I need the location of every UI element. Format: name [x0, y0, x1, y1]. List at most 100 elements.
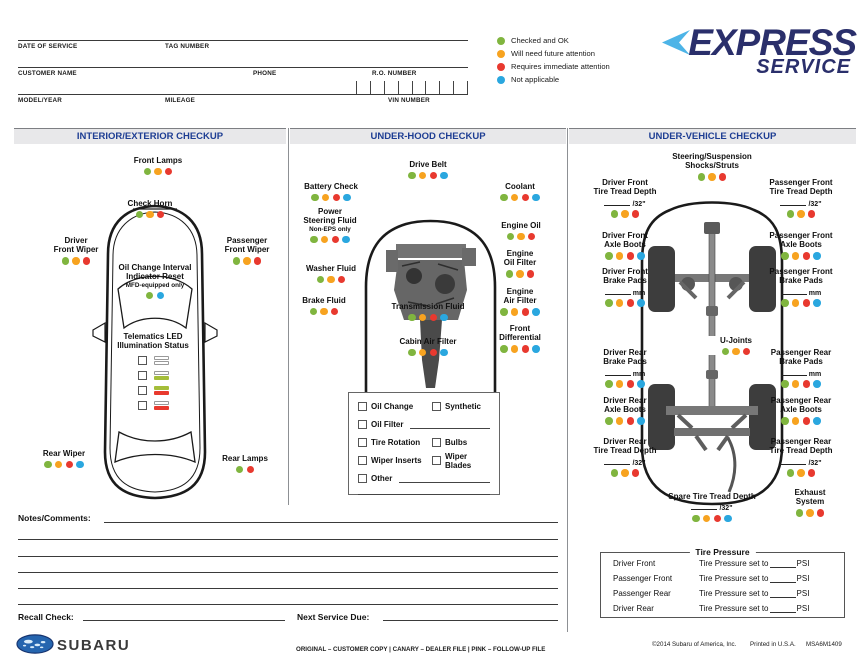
checkbox[interactable]	[137, 370, 147, 380]
tread-depth-write-in[interactable]: /32"	[577, 457, 673, 467]
tread-depth-write-in[interactable]: /32"	[753, 457, 849, 467]
notes-line[interactable]	[18, 556, 558, 557]
notes-line[interactable]	[18, 604, 558, 605]
checkbox-wiper-inserts[interactable]	[358, 456, 367, 465]
customer-name-label: CUSTOMER NAME	[18, 70, 77, 77]
tire-pressure-row: Passenger Front Tire Pressure set to PSI	[613, 574, 810, 583]
brake-pad-write-in[interactable]: mm	[580, 287, 670, 297]
psi-write-in[interactable]	[769, 575, 796, 583]
check-item-cabin-air-filter: Cabin Air Filter	[378, 337, 478, 357]
notes-comments-label: Notes/Comments:	[18, 513, 91, 523]
form-line-2	[18, 67, 468, 68]
led-state-icon	[153, 370, 169, 380]
legend-item-ok: Checked and OK	[497, 36, 569, 45]
checkbox-synthetic[interactable]	[432, 402, 441, 411]
date-of-service-label: DATE OF SERVICE	[18, 43, 78, 50]
form-line-3	[18, 94, 468, 95]
check-item-driver-rear-tread: Driver Rear Tire Tread Depth /32"	[577, 437, 673, 477]
checkbox[interactable]	[137, 355, 147, 365]
checkbox[interactable]	[137, 400, 147, 410]
extra-write-in-line[interactable]	[358, 494, 490, 495]
tire-pressure-row: Passenger Rear Tire Pressure set to PSI	[613, 589, 810, 598]
check-item-passenger-rear-brake-pads: Passenger Rear Brake Pads mm	[753, 348, 849, 388]
check-item-battery-check: Battery Check	[293, 182, 369, 202]
telematics-row-1	[97, 355, 209, 366]
checkbox-tire-rotation[interactable]	[358, 438, 367, 447]
check-item-passenger-front-tread: Passenger Front Tire Tread Depth /32"	[753, 178, 849, 218]
mileage-label: MILEAGE	[165, 97, 196, 104]
checkbox[interactable]	[137, 385, 147, 395]
check-item-rear-wiper: Rear Wiper	[24, 449, 104, 469]
vin-comb-field[interactable]	[356, 81, 468, 94]
check-item-driver-front-wiper: Driver Front Wiper	[36, 236, 116, 265]
tread-depth-write-in[interactable]: /32"	[647, 502, 777, 512]
check-item-oil-change-interval-reset: Oil Change Interval Indicator Reset MFD-…	[95, 263, 215, 300]
telematics-led-status: Telematics LED Illumination Status	[97, 332, 209, 411]
checkbox-oil-filter[interactable]	[358, 420, 367, 429]
check-item-driver-front-brake-pads: Driver Front Brake Pads mm	[580, 267, 670, 307]
service-performed-box: Oil Change Synthetic Oil Filter Tire Rot…	[348, 392, 500, 495]
legend-item-na: Not applicable	[497, 75, 559, 84]
brake-pad-write-in[interactable]: mm	[580, 368, 670, 378]
check-item-transmission-fluid: Transmission Fluid	[373, 302, 483, 322]
tire-pressure-row: Driver Front Tire Pressure set to PSI	[613, 559, 810, 568]
section-header-interior: INTERIOR/EXTERIOR CHECKUP	[14, 128, 286, 144]
vin-number-label: VIN NUMBER	[388, 97, 430, 104]
check-item-power-steering-fluid: Power Steering Fluid Non-EPS only	[290, 207, 370, 244]
checkbox-wiper-blades[interactable]	[432, 456, 441, 465]
recall-check-line[interactable]	[83, 620, 285, 621]
model-year-label: MODEL/YEAR	[18, 97, 62, 104]
check-item-driver-front-tread: Driver Front Tire Tread Depth /32"	[577, 178, 673, 218]
telematics-row-3	[97, 385, 209, 396]
check-item-passenger-rear-tread: Passenger Rear Tire Tread Depth /32"	[753, 437, 849, 477]
check-item-passenger-front-brake-pads: Passenger Front Brake Pads mm	[753, 267, 849, 307]
check-item-driver-front-axle-boots: Driver Front Axle Boots	[580, 231, 670, 260]
logo-express-text: EXPRESS	[688, 22, 857, 63]
checkbox-bulbs[interactable]	[432, 438, 441, 447]
brake-pad-write-in[interactable]: mm	[753, 368, 849, 378]
form-line-1	[18, 40, 468, 41]
notes-line[interactable]	[18, 572, 558, 573]
psi-write-in[interactable]	[769, 590, 796, 598]
section-header-underhood: UNDER-HOOD CHECKUP	[290, 128, 566, 144]
phone-label: PHONE	[253, 70, 277, 77]
recall-check-label: Recall Check:	[18, 612, 74, 622]
checkbox-oil-change[interactable]	[358, 402, 367, 411]
ro-number-label: R.O. NUMBER	[372, 70, 417, 77]
check-item-rear-lamps: Rear Lamps	[205, 454, 285, 474]
check-item-exhaust-system: Exhaust System	[775, 488, 845, 517]
check-item-drive-belt: Drive Belt	[388, 160, 468, 180]
legend-item-immediate: Requires immediate attention	[497, 62, 610, 71]
other-write-in[interactable]	[399, 474, 490, 483]
psi-write-in[interactable]	[769, 605, 796, 613]
check-item-passenger-front-axle-boots: Passenger Front Axle Boots	[753, 231, 849, 260]
check-item-engine-oil: Engine Oil	[481, 221, 561, 241]
tread-depth-write-in[interactable]: /32"	[577, 198, 673, 208]
next-service-due-label: Next Service Due:	[297, 612, 370, 622]
led-state-icon	[153, 400, 169, 410]
tire-pressure-box: Tire Pressure Driver Front Tire Pressure…	[600, 547, 845, 618]
check-item-spare-tire-tread: Spare Tire Tread Depth /32"	[647, 492, 777, 523]
check-item-steering-suspension: Steering/Suspension Shocks/Struts	[647, 152, 777, 181]
check-item-coolant: Coolant	[480, 182, 560, 202]
red-dot-icon	[497, 62, 505, 71]
check-item-front-lamps: Front Lamps	[113, 156, 203, 176]
column-divider-2	[567, 128, 568, 632]
led-state-icon	[153, 385, 169, 395]
notes-line[interactable]	[18, 588, 558, 589]
express-service-logo: EXPRESS SERVICE	[652, 22, 857, 77]
green-dot-icon	[497, 36, 505, 45]
notes-line[interactable]	[104, 522, 558, 523]
notes-line[interactable]	[18, 539, 558, 540]
checkbox-other[interactable]	[358, 474, 367, 483]
tire-pressure-row: Driver Rear Tire Pressure set to PSI	[613, 604, 810, 613]
oil-filter-write-in[interactable]	[410, 420, 490, 429]
copyright-text: ©2014 Subaru of America, Inc.	[652, 641, 737, 648]
brake-pad-write-in[interactable]: mm	[753, 287, 849, 297]
telematics-row-4	[97, 400, 209, 411]
check-item-brake-fluid: Brake Fluid	[286, 296, 362, 316]
tread-depth-write-in[interactable]: /32"	[753, 198, 849, 208]
check-item-u-joints: U-Joints	[701, 336, 771, 356]
next-service-line[interactable]	[383, 620, 558, 621]
psi-write-in[interactable]	[769, 560, 796, 568]
